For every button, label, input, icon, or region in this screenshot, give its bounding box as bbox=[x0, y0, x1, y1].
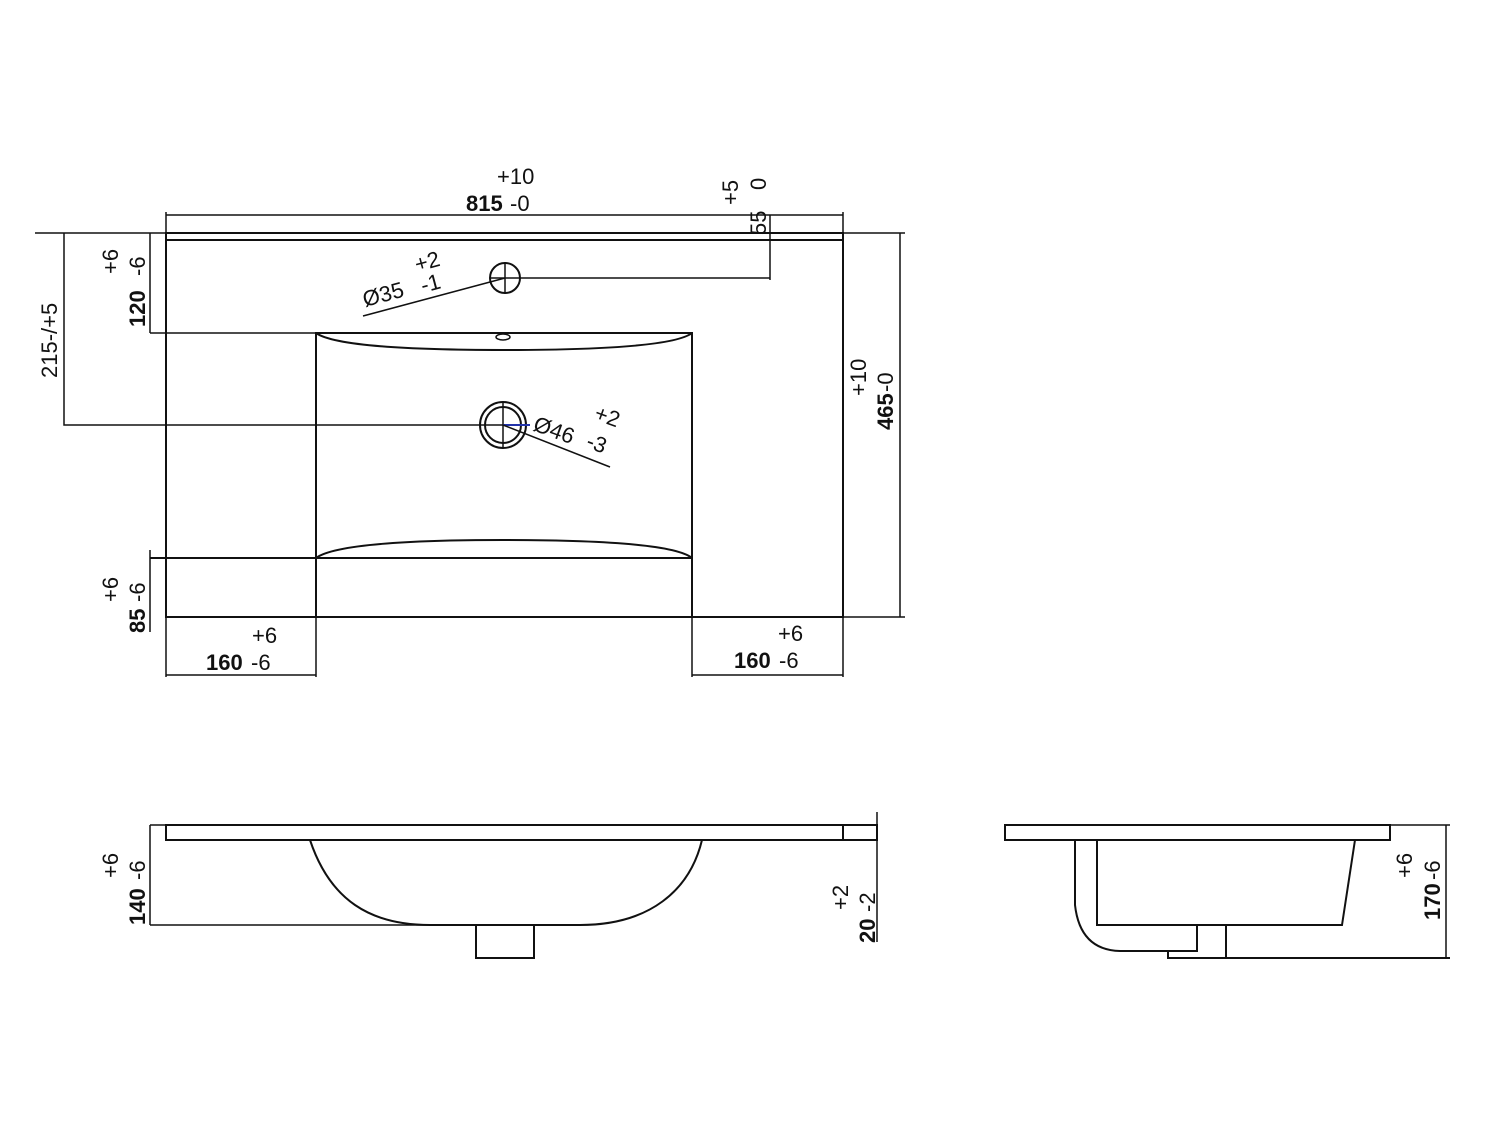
front-deck-value: 85 bbox=[125, 609, 150, 633]
basin-back-curve bbox=[315, 332, 693, 352]
side-slab bbox=[1004, 824, 1391, 841]
tap-offset-lower-tol: 0 bbox=[746, 178, 771, 190]
basin-front-curve bbox=[315, 538, 693, 559]
side-bottom-line bbox=[1167, 951, 1450, 959]
tap-offset-upper-tol: +5 bbox=[718, 180, 743, 205]
drain-hole-lower-tol: -3 bbox=[583, 428, 610, 458]
basin-depth-lower-tol: -6 bbox=[125, 860, 150, 880]
width-upper-tol: +10 bbox=[497, 164, 534, 189]
left-deck-value: 160 bbox=[206, 650, 243, 675]
slab-upper-tol: +2 bbox=[828, 885, 853, 910]
drain-position-dimension bbox=[63, 233, 480, 426]
side-view: +6 170 -6 bbox=[1004, 824, 1450, 959]
drain-hole-upper-tol: +2 bbox=[591, 400, 623, 432]
left-deck-lower-tol: -6 bbox=[251, 650, 271, 675]
tap-hole-lower-tol: -1 bbox=[418, 269, 443, 298]
tap-offset-value: 55 bbox=[746, 211, 771, 235]
side-basin-inner bbox=[1096, 839, 1356, 926]
side-basin-outer bbox=[1074, 840, 1198, 952]
width-value: 815 bbox=[466, 191, 503, 216]
back-deck-lower-tol: -6 bbox=[125, 256, 150, 276]
width-lower-tol: -0 bbox=[510, 191, 530, 216]
depth-upper-tol: +10 bbox=[846, 359, 871, 396]
front-basin-curve bbox=[309, 839, 703, 926]
right-deck-upper-tol: +6 bbox=[778, 621, 803, 646]
right-deck-value: 160 bbox=[734, 648, 771, 673]
front-view: +6 140 -6 +2 20 -2 bbox=[98, 812, 880, 959]
tap-leader-line bbox=[362, 277, 506, 317]
back-deck-value: 120 bbox=[125, 290, 150, 327]
drain-position-label: 215-/+5 bbox=[37, 303, 62, 378]
basin-depth-upper-tol: +6 bbox=[98, 853, 123, 878]
drain-hole-value: Ø46 bbox=[530, 411, 578, 449]
depth-value: 465 bbox=[873, 393, 898, 430]
left-deck-upper-tol: +6 bbox=[252, 623, 277, 648]
height-upper-tol: +6 bbox=[1392, 853, 1417, 878]
back-deck-upper-tol: +6 bbox=[98, 249, 123, 274]
height-lower-tol: -6 bbox=[1420, 860, 1445, 880]
drain-pipe bbox=[475, 924, 535, 959]
basin-depth-value: 140 bbox=[125, 888, 150, 925]
drain-leader-line bbox=[502, 424, 611, 468]
top-view: +10 815 -0 +5 0 55 +2 Ø35 -1 215-/+5 +6 … bbox=[35, 164, 905, 677]
front-deck-lower-tol: -6 bbox=[125, 582, 150, 602]
depth-lower-tol: -0 bbox=[873, 372, 898, 392]
right-deck-lower-tol: -6 bbox=[779, 648, 799, 673]
front-slab-edge bbox=[842, 824, 878, 841]
slab-value: 20 bbox=[855, 919, 880, 943]
front-deck-upper-tol: +6 bbox=[98, 577, 123, 602]
overflow-icon bbox=[495, 333, 511, 341]
front-slab bbox=[165, 824, 844, 841]
basin-outline bbox=[315, 332, 693, 617]
height-value: 170 bbox=[1420, 883, 1445, 920]
slab-lower-tol: -2 bbox=[855, 892, 880, 912]
